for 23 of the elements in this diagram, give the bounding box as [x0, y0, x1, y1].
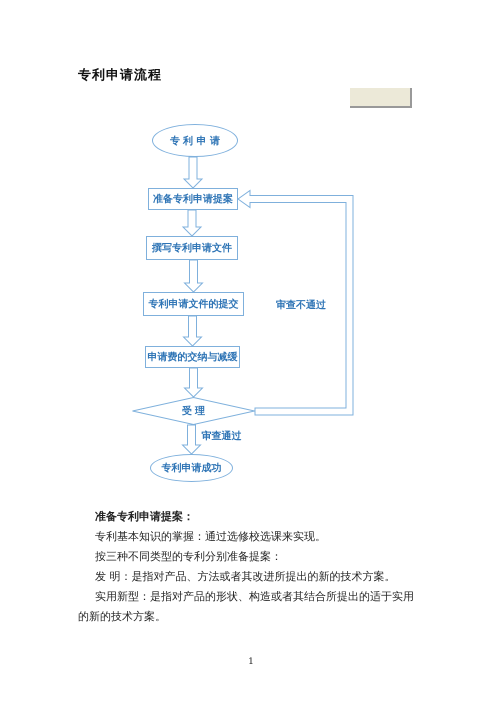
end-ellipse: 专利申请成功: [150, 454, 233, 482]
title: 专利申请流程: [78, 66, 162, 84]
process-box: 专利申请文件的提交: [143, 292, 244, 316]
paragraph: 按三种不同类型的专利分别准备提案：: [95, 549, 283, 565]
paragraph: 实用新型：是指对产品的形状、构造或者其结合所提出的适于实用的新的技术方案。: [78, 589, 415, 625]
block-arrow: [182, 210, 202, 237]
block-arrow: [181, 424, 202, 455]
process-box: 准备专利申请提案: [148, 188, 238, 210]
block-arrow: [182, 316, 203, 347]
block-arrow: [237, 190, 354, 416]
decision-diamond: 受 理: [132, 397, 255, 425]
page-number: 1: [247, 656, 255, 669]
edge-label: 审查不通过: [275, 298, 327, 312]
process-box: 撰写专利申请文件: [146, 236, 238, 260]
block-arrow: [183, 260, 204, 293]
start-ellipse: 专 利 申 请: [152, 124, 238, 157]
block-arrow: [183, 368, 204, 398]
process-box: 申请费的交纳与减缓: [145, 346, 240, 368]
paragraph: 专利基本知识的掌握：通过选修校选课来实现。: [95, 529, 327, 545]
paragraph: 发 明：是指对产品、方法或者其改进所提出的新的技术方案。: [95, 569, 396, 585]
edge-label: 审查通过: [200, 429, 242, 443]
section-heading: 准备专利申请提案：: [95, 509, 195, 525]
block-arrow: [182, 156, 204, 189]
